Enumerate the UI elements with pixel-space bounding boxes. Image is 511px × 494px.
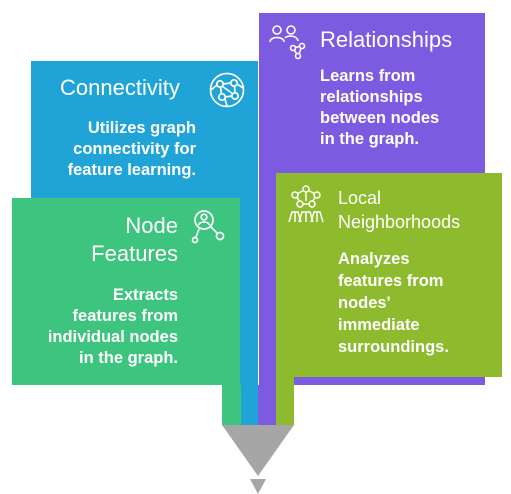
connectivity-stem (241, 385, 258, 425)
connectivity-description: Utilizes graph connectivity for feature … (67, 119, 196, 179)
local-neighborhoods-tail (276, 377, 294, 385)
node-features-stem (222, 385, 241, 425)
local-neighborhoods-description: Analyzes features from nodes' immediate … (338, 250, 449, 356)
relationships-stem (258, 385, 276, 425)
neighborhood-network-icon (288, 185, 324, 223)
local-neighborhoods-title: Local Neighborhoods (338, 188, 461, 232)
people-network-icon (269, 25, 306, 60)
node-features-description: Extracts features from individual nodes … (47, 286, 178, 367)
connectivity-title: Connectivity (60, 75, 180, 100)
globe-network-icon (209, 72, 245, 108)
node-features-title: Node Features (91, 213, 178, 266)
relationships-description: Learns from relationships between nodes … (320, 67, 440, 148)
relationships-title: Relationships (320, 27, 453, 52)
local-neighborhoods-stem (276, 385, 294, 425)
node-search-icon (191, 210, 225, 244)
